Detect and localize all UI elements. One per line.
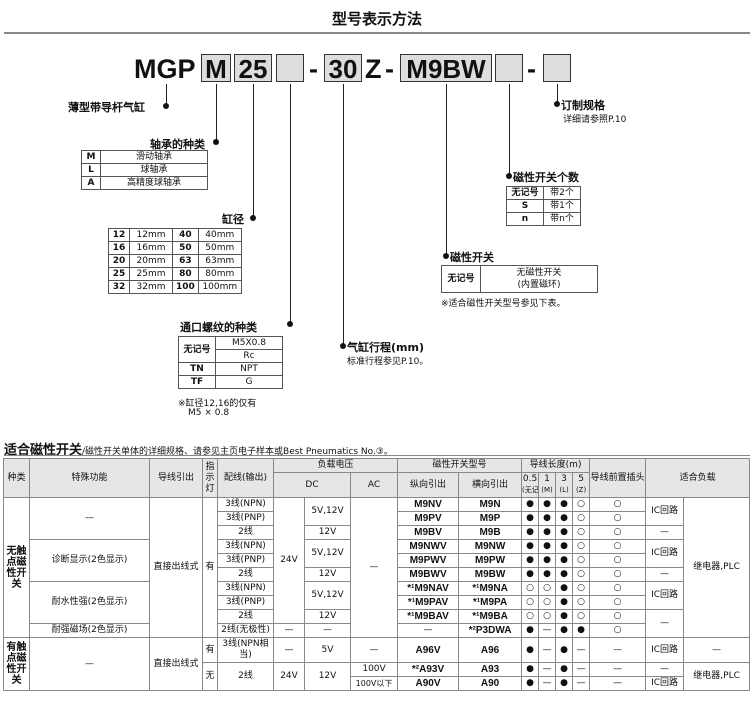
code-z: Z bbox=[365, 54, 382, 84]
stroke-title: 气缸行程(mm) bbox=[347, 341, 424, 354]
leader-dot-bearing bbox=[213, 139, 219, 145]
code-port-box bbox=[276, 54, 304, 82]
table-row: 耐强磁场(2色显示) 2线(无极性) — — —*²P3DWA ●—●● ○ bbox=[4, 623, 750, 638]
leader-dot-bore bbox=[250, 215, 256, 221]
section-subtitle: /磁性开关单体的详细规格、请参见主页电子样本或Best Pneumatics N… bbox=[82, 447, 393, 457]
port-title: 通口螺纹的种类 bbox=[180, 321, 257, 334]
section-divider bbox=[4, 455, 750, 456]
leader-series bbox=[166, 84, 167, 106]
leader-dot-series bbox=[163, 103, 169, 109]
switch-note: ※适合磁性开关型号参见下表。 bbox=[441, 299, 566, 309]
code-switch-box: M9BW bbox=[400, 54, 492, 83]
count-title: 磁性开关个数 bbox=[513, 171, 579, 184]
table-header-row: 种类 特殊功能 导线引出 指示灯 配线(输出) 负载电压 磁性开关型号 导线长度… bbox=[3, 458, 751, 498]
len-1: 1(M) bbox=[538, 472, 557, 498]
len-5: 5(Z) bbox=[572, 472, 591, 498]
switch-spec-table: 种类 特殊功能 导线引出 指示灯 配线(输出) 负载电压 磁性开关型号 导线长度… bbox=[3, 458, 751, 691]
leader-bore bbox=[253, 84, 254, 218]
table-row: 3线(PNP) *¹M9PAV*¹M9PA ○○●○ ○ bbox=[4, 595, 750, 610]
table-row: 2线 12V *¹M9BAV*¹M9BA ○○●○ ○ — bbox=[4, 609, 750, 638]
code-bore-box: 25 bbox=[234, 54, 272, 83]
code-stroke-box: 30 bbox=[324, 54, 362, 83]
series-label: 薄型带导杆气缸 bbox=[68, 101, 145, 114]
len-3: 3(L) bbox=[555, 472, 574, 498]
leader-dot-switch bbox=[443, 253, 449, 259]
leader-dot-option bbox=[554, 101, 560, 107]
leader-dot-port bbox=[287, 321, 293, 327]
table-row: 无记号 无磁性开关(内置磁环) bbox=[441, 265, 598, 293]
page-title: 型号表示方法 bbox=[331, 10, 422, 28]
table-row: 无记号带2个 bbox=[506, 186, 581, 200]
bearing-title: 轴承的种类 bbox=[150, 138, 205, 151]
stroke-note: 标准行程参见P.10。 bbox=[347, 357, 429, 367]
option-note: 详细请参照P.10 bbox=[563, 115, 627, 125]
leader-count bbox=[509, 84, 510, 176]
switch-title: 磁性开关 bbox=[450, 251, 494, 264]
table-row: 无触点磁性开关 — 直接出线式 有 3线(NPN) 24V 5V,12V — M… bbox=[3, 497, 751, 638]
title-divider bbox=[4, 32, 750, 34]
code-option-box bbox=[543, 54, 571, 82]
code-prefix: MGP bbox=[134, 54, 196, 84]
leader-option bbox=[557, 84, 558, 104]
table-header-row: DC AC 纵向引出 横向引出 0.5(无记号) 1(M) 3(L) 5(Z) bbox=[4, 472, 750, 498]
section-title: 适合磁性开关/磁性开关单体的详细规格、请参见主页电子样本或Best Pneuma… bbox=[4, 439, 393, 458]
code-dash-2: - bbox=[385, 54, 394, 84]
port-note-1: ※缸径12,16的仅有 bbox=[178, 399, 257, 409]
len-05: 0.5(无记号) bbox=[521, 472, 540, 498]
code-bearing-box: M bbox=[201, 54, 231, 83]
section-title-text: 适合磁性开关 bbox=[4, 443, 83, 458]
leader-port bbox=[290, 84, 291, 324]
leader-switch bbox=[446, 84, 447, 256]
leader-stroke bbox=[343, 84, 344, 346]
leader-dot-count bbox=[506, 173, 512, 179]
leader-bearing bbox=[216, 84, 217, 142]
code-dash-3: - bbox=[527, 54, 536, 84]
port-note-2: M5 × 0.8 bbox=[188, 408, 230, 418]
option-title: 订制规格 bbox=[561, 99, 605, 112]
leader-dot-stroke bbox=[340, 343, 346, 349]
bore-title: 缸径 bbox=[222, 213, 244, 226]
code-count-box bbox=[495, 54, 523, 82]
code-dash-1: - bbox=[309, 54, 318, 84]
switch-table-desc: 无磁性开关(内置磁环) bbox=[480, 265, 598, 293]
table-row: 耐水性强(2色显示) 3线(NPN) 5V,12V *¹M9NAV*¹M9NA … bbox=[4, 581, 750, 624]
switch-table: 无记号 无磁性开关(内置磁环) bbox=[441, 265, 598, 293]
